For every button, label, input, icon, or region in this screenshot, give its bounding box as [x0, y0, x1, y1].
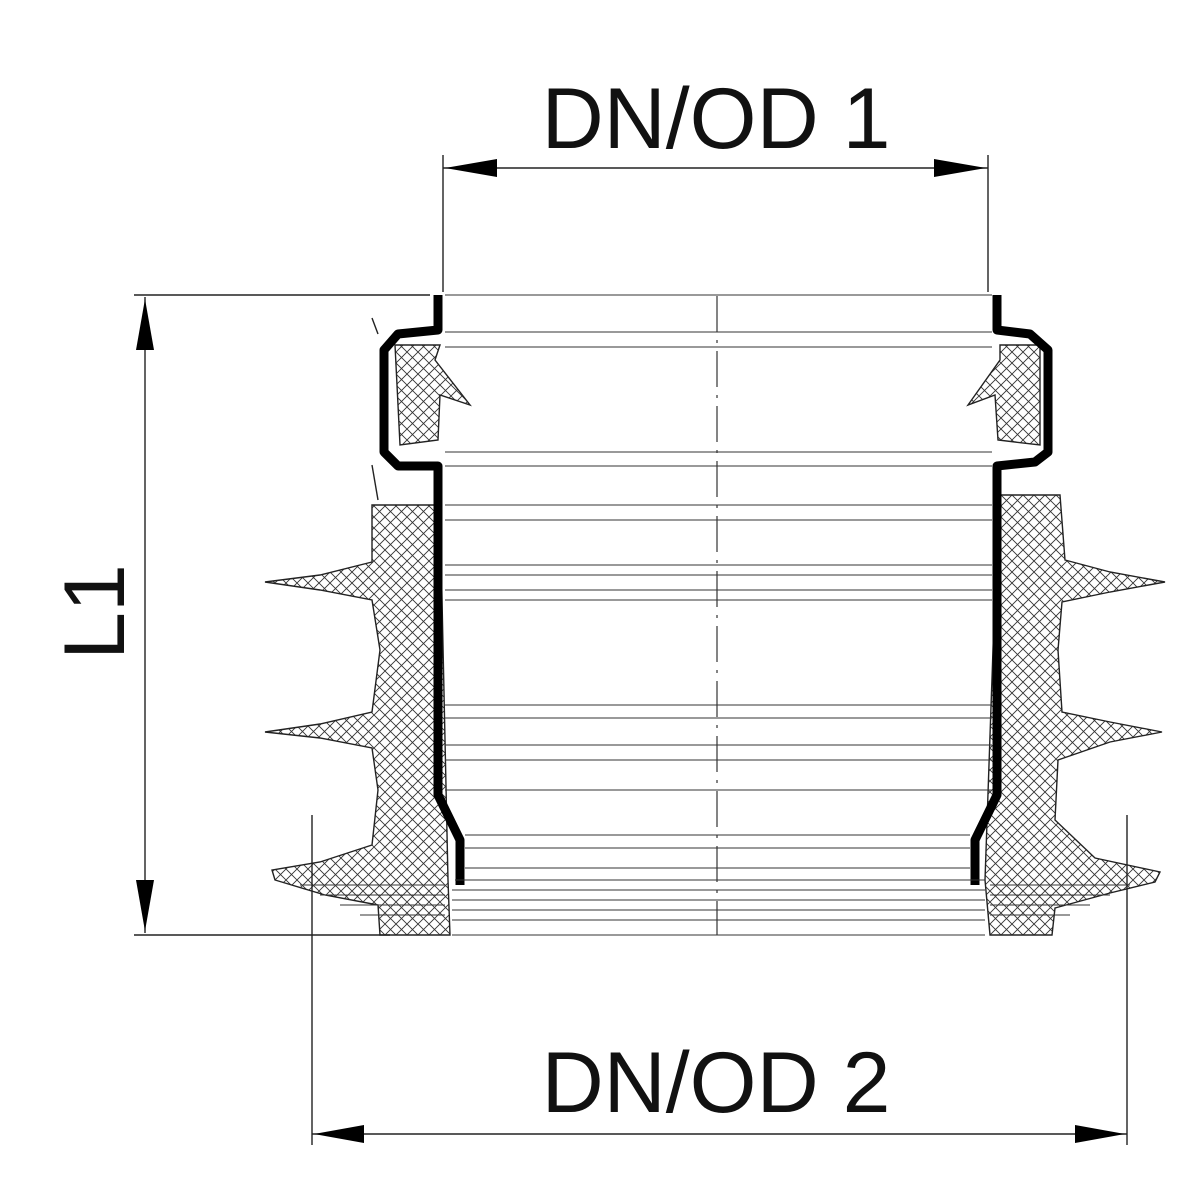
right-socket-ring [966, 344, 1041, 446]
right-seal-steps [990, 884, 1130, 916]
length-label: L1 [47, 564, 143, 660]
right-pipe-wall [970, 295, 1053, 885]
left-socket-ring [394, 344, 472, 446]
extension-lines [134, 155, 1128, 1145]
left-pipe-wall [379, 295, 465, 885]
dimension-length: L1 [47, 297, 154, 933]
arrow-up-icon [136, 299, 154, 350]
top-diameter-label: DN/OD 1 [542, 71, 891, 167]
dimension-top-diameter: DN/OD 1 [443, 71, 988, 177]
arrow-left-icon [445, 159, 497, 177]
left-seal-ribs [264, 504, 451, 936]
arrow-down-icon [136, 880, 154, 931]
bottom-diameter-label: DN/OD 2 [542, 1035, 891, 1131]
left-seal-steps [300, 884, 445, 916]
arrow-right-icon [934, 159, 986, 177]
bore-lines [445, 294, 992, 936]
arrow-left-icon [314, 1125, 364, 1143]
dimension-bottom-diameter: DN/OD 2 [312, 1035, 1127, 1143]
right-seal-ribs [984, 494, 1166, 936]
arrow-right-icon [1075, 1125, 1125, 1143]
